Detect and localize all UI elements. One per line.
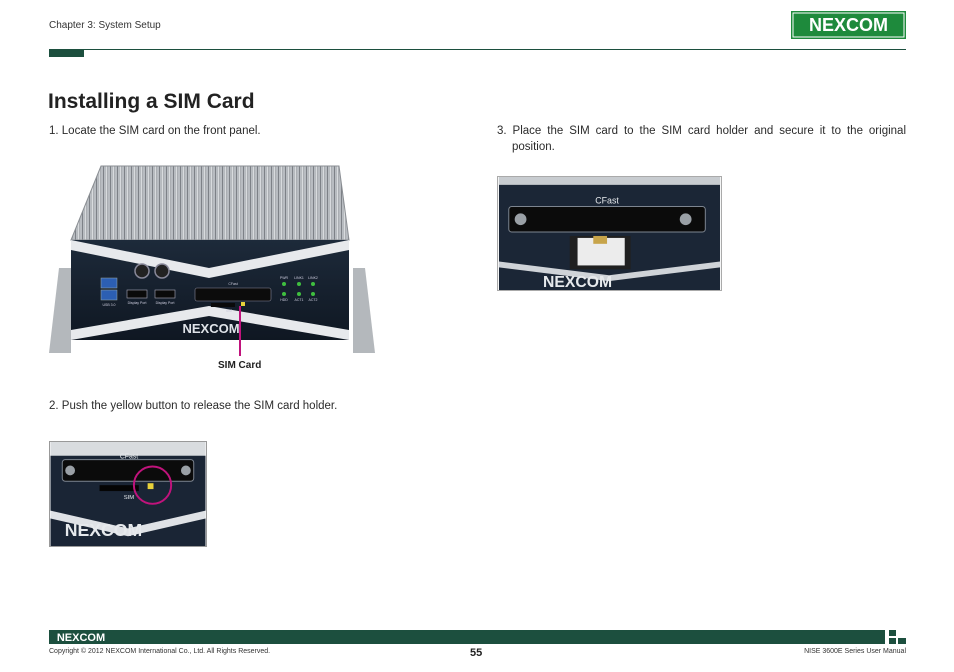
cfast-label-2: CFast bbox=[120, 454, 138, 461]
footer-logo-text: NEXCOM bbox=[57, 632, 105, 643]
panel-logo-text-2: NEXCOM bbox=[65, 520, 142, 540]
led-label-link2: LINK2 bbox=[308, 276, 318, 280]
manual-title: NISE 3600E Series User Manual bbox=[804, 648, 906, 655]
port-label-dp-1: Display Port bbox=[128, 301, 147, 305]
chapter-heading: Chapter 3: System Setup bbox=[49, 20, 161, 31]
cfast-label-3: CFast bbox=[595, 196, 619, 206]
logo-text: NEXCOM bbox=[809, 15, 888, 35]
led-label-act2: ACT2 bbox=[309, 298, 318, 302]
footer-squares-icon bbox=[889, 630, 906, 644]
nexcom-logo: NEXCOM bbox=[791, 11, 906, 39]
led-label-act1: ACT1 bbox=[295, 298, 304, 302]
front-panel-photo: USB 3.0 Display Port Display Port CFast … bbox=[49, 158, 375, 356]
port-label-usb: USB 3.0 bbox=[102, 303, 115, 307]
cfast-label: CFast bbox=[228, 282, 237, 286]
led-label-pwr: PWR bbox=[280, 276, 289, 280]
header-rule bbox=[49, 49, 906, 50]
sim-release-photo: CFast SIM NEXCOM bbox=[49, 441, 207, 547]
led-label-hdd: HDD bbox=[280, 298, 288, 302]
panel-logo-text-3: NEXCOM bbox=[543, 274, 612, 291]
sim-card-callout: SIM Card bbox=[218, 360, 262, 371]
panel-logo-text: NEXCOM bbox=[182, 321, 239, 336]
sim-label: SIM bbox=[226, 309, 232, 313]
step-1: 1. Locate the SIM card on the front pane… bbox=[49, 125, 261, 137]
port-label-dp-2: Display Port bbox=[156, 301, 175, 305]
copyright-text: Copyright © 2012 NEXCOM International Co… bbox=[49, 648, 271, 655]
footer-bar bbox=[49, 630, 885, 644]
page-number: 55 bbox=[470, 647, 483, 659]
led-label-link1: LINK1 bbox=[294, 276, 304, 280]
highlight-circle bbox=[132, 465, 173, 505]
header-rule-block bbox=[49, 49, 84, 57]
step-2: 2. Push the yellow button to release the… bbox=[49, 400, 338, 412]
sim-label-2: SIM bbox=[124, 495, 135, 501]
footer-nexcom-logo: NEXCOM bbox=[57, 632, 105, 643]
step-3: 3. Place the SIM card to the SIM card ho… bbox=[497, 125, 906, 153]
sim-insert-photo: CFast NEXCOM bbox=[497, 176, 722, 291]
page-title: Installing a SIM Card bbox=[48, 90, 255, 113]
